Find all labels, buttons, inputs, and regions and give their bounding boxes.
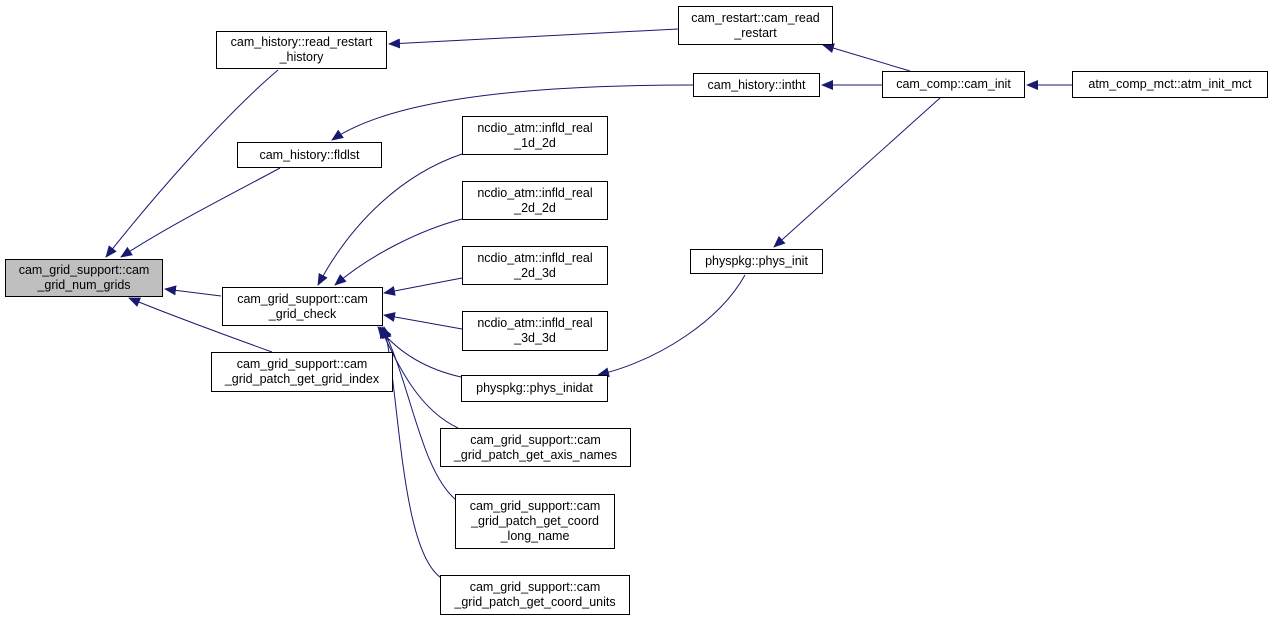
edge-infld_3d_3d-to-grid_check <box>383 312 463 330</box>
node-cam-init[interactable]: cam_comp::cam_init <box>882 71 1025 98</box>
node-label-line: ncdio_atm::infld_real <box>477 316 593 330</box>
node-intht[interactable]: cam_history::intht <box>693 73 820 97</box>
node-label-line: _grid_patch_get_axis_names <box>453 447 618 462</box>
node-phys-init[interactable]: physpkg::phys_init <box>690 249 823 274</box>
edge-intht-to-fldlst <box>331 84 694 141</box>
node-label-line: cam_grid_support::cam <box>236 357 368 371</box>
edge-cam_init-to-restart_read <box>822 43 911 72</box>
node-axis-names[interactable]: cam_grid_support::cam_grid_patch_get_axi… <box>440 428 631 467</box>
node-label-line: _2d_2d <box>514 200 556 215</box>
node-read-restart[interactable]: cam_history::read_restart_history <box>216 31 387 69</box>
edge-grid_check-to-root <box>164 285 222 297</box>
node-label-line: ncdio_atm::infld_real <box>477 250 593 265</box>
node-label-line: _1d_2d <box>514 135 556 150</box>
node-label-line: cam_grid_support::cam <box>237 291 368 306</box>
node-label-line: cam_history::read_restart <box>230 35 373 49</box>
edge-coord_long-to-grid_check <box>381 326 457 501</box>
node-infld-2d-2d[interactable]: ncdio_atm::infld_real_2d_2d <box>462 181 608 220</box>
node-infld-1d-2d[interactable]: ncdio_atm::infld_real_1d_2d <box>462 116 608 155</box>
node-phys-inidat[interactable]: physpkg::phys_inidat <box>461 375 608 402</box>
node-label-line: cam_history::fldlst <box>259 147 360 162</box>
edge-restart_read-to-read_restart <box>388 28 679 49</box>
node-label-line: cam_grid_support::cam <box>18 263 150 277</box>
node-fldlst[interactable]: cam_history::fldlst <box>237 142 382 168</box>
edge-infld_2d_2d-to-grid_check <box>334 218 463 286</box>
node-label-line: physpkg::phys_init <box>705 254 808 268</box>
node-label-line: atm_comp_mct::atm_init_mct <box>1088 77 1252 91</box>
node-infld-3d-3d[interactable]: ncdio_atm::infld_real_3d_3d <box>462 311 608 351</box>
node-label-line: cam_grid_support::cam <box>469 580 601 594</box>
node-label-line: ncdio_atm::infld_real <box>477 120 593 135</box>
node-label-line: _grid_patch_get_coord_units <box>454 595 616 609</box>
edge-fldlst-to-root <box>120 167 281 258</box>
node-label-line: physpkg::phys_inidat <box>476 381 593 395</box>
node-label-line: cam_restart::cam_read <box>691 10 820 25</box>
node-restart-read[interactable]: cam_restart::cam_read_restart <box>678 6 833 45</box>
node-label-line: _grid_num_grids <box>37 278 131 292</box>
node-label-line: cam_grid_support::cam <box>470 432 601 447</box>
node-label-line: cam_comp::cam_init <box>896 77 1011 91</box>
edge-read_restart-to-root <box>105 69 279 258</box>
node-label-line: _restart <box>734 25 777 40</box>
node-label-line: cam_history::intht <box>707 77 806 92</box>
node-label-line: _grid_check <box>268 306 337 321</box>
node-label-line: _2d_3d <box>514 265 556 280</box>
node-patch-index[interactable]: cam_grid_support::cam_grid_patch_get_gri… <box>211 352 393 392</box>
node-grid-check[interactable]: cam_grid_support::cam_grid_check <box>222 287 383 326</box>
node-label-line: _grid_patch_get_grid_index <box>224 372 380 386</box>
node-label-line: ncdio_atm::infld_real <box>477 185 593 200</box>
node-atm-init[interactable]: atm_comp_mct::atm_init_mct <box>1072 71 1268 98</box>
node-root: cam_grid_support::cam_grid_num_grids <box>5 259 163 297</box>
edge-coord_units-to-grid_check <box>381 326 446 581</box>
node-label-line: _long_name <box>500 529 570 543</box>
edge-infld_2d_3d-to-grid_check <box>383 277 463 296</box>
edge-patch_index-to-root <box>128 297 273 353</box>
node-label-line: _3d_3d <box>514 331 556 345</box>
edge-phys_init-to-phys_inidat <box>597 274 746 378</box>
node-label-line: cam_grid_support::cam <box>469 499 601 513</box>
node-label-line: _grid_patch_get_coord <box>471 514 599 528</box>
node-coord-units[interactable]: cam_grid_support::cam_grid_patch_get_coo… <box>440 575 630 615</box>
edge-cam_init-to-phys_init <box>773 97 941 248</box>
edge-infld_1d_2d-to-grid_check <box>317 153 463 286</box>
node-label-line: _history <box>279 50 324 64</box>
node-coord-long[interactable]: cam_grid_support::cam_grid_patch_get_coo… <box>455 494 615 549</box>
node-infld-2d-3d[interactable]: ncdio_atm::infld_real_2d_3d <box>462 246 608 285</box>
